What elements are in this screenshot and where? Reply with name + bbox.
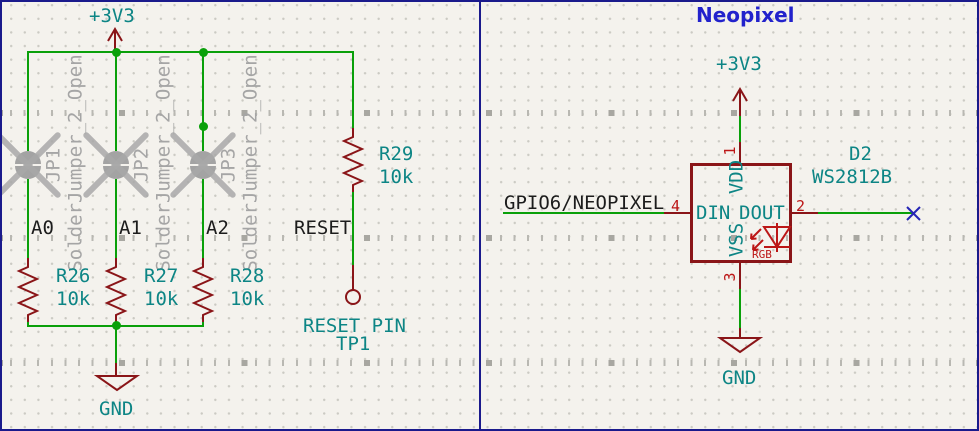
power-stub: [114, 29, 116, 52]
gnd-label[interactable]: GND: [99, 398, 134, 420]
net-label[interactable]: A2: [206, 217, 229, 239]
power-stub: [739, 89, 741, 116]
gnd-stub: [739, 328, 741, 338]
section-divider: [479, 0, 481, 431]
pin-name-din: DIN: [696, 202, 731, 224]
grid-accent-row: [0, 235, 979, 241]
resistor-value[interactable]: 10k: [56, 288, 91, 310]
wire-segment[interactable]: [115, 327, 117, 364]
power-label-3v3[interactable]: +3V3: [89, 5, 135, 27]
resistor-value[interactable]: 10k: [379, 166, 414, 188]
led-rgb-label: RGB: [752, 248, 772, 261]
pin-number: 4: [671, 197, 681, 215]
junction-dot: [112, 321, 121, 330]
wire-segment[interactable]: [739, 116, 741, 142]
jumper-ref[interactable]: JP2: [130, 147, 153, 183]
resistor-symbol[interactable]: [104, 258, 128, 322]
gnd-symbol[interactable]: [93, 375, 141, 392]
jumper-ref[interactable]: JP3: [217, 147, 240, 183]
junction-dot: [199, 122, 208, 131]
power-arrow-icon[interactable]: [731, 87, 749, 103]
chip-pin: [739, 142, 741, 164]
wire-segment[interactable]: [27, 179, 29, 258]
gnd-label[interactable]: GND: [722, 367, 757, 389]
chip-pin: [792, 212, 818, 214]
power-label-3v3[interactable]: +3V3: [716, 53, 762, 75]
testpoint-ref[interactable]: TP1: [336, 333, 371, 355]
section-title[interactable]: Neopixel: [696, 3, 795, 27]
chip-pin: [739, 263, 741, 289]
junction-dot: [112, 48, 121, 57]
pin-number: 3: [721, 272, 739, 282]
wire-segment[interactable]: [202, 320, 204, 327]
pin-number: 1: [721, 146, 739, 156]
wire-segment[interactable]: [27, 52, 29, 151]
wire-segment[interactable]: [202, 179, 204, 258]
junction-dot: [199, 48, 208, 57]
wire-segment[interactable]: [739, 289, 741, 330]
grid-accent-row: [0, 360, 979, 366]
net-label[interactable]: A0: [31, 217, 54, 239]
wire-segment[interactable]: [352, 51, 354, 128]
resistor-symbol[interactable]: [341, 128, 365, 192]
wire-segment[interactable]: [818, 212, 914, 214]
gnd-stub: [115, 363, 117, 376]
jumper-ref[interactable]: JP1: [42, 147, 65, 183]
led-icon: [750, 223, 792, 252]
net-label-reset[interactable]: RESET: [294, 217, 352, 239]
pin-name-dout: DOUT: [739, 202, 785, 224]
wire-segment[interactable]: [27, 51, 354, 53]
testpoint-label[interactable]: RESET PIN: [303, 315, 406, 337]
wire-segment[interactable]: [202, 52, 204, 151]
wire-segment[interactable]: [115, 179, 117, 258]
pin-name-vdd: VDD: [725, 159, 748, 195]
resistor-value[interactable]: 10k: [144, 288, 179, 310]
resistor-value[interactable]: 10k: [230, 288, 265, 310]
resistor-ref[interactable]: R29: [379, 143, 414, 165]
resistor-symbol[interactable]: [191, 258, 215, 322]
power-arrow-icon[interactable]: [106, 27, 124, 43]
wire-segment[interactable]: [27, 320, 29, 327]
grid-accent-row: [0, 110, 979, 116]
wire-segment[interactable]: [352, 190, 354, 267]
chip-value[interactable]: WS2812B: [812, 166, 893, 188]
net-label[interactable]: A1: [119, 217, 142, 239]
jumper-value[interactable]: SolderJumper_2_Open: [239, 54, 262, 272]
noconnect-icon[interactable]: [906, 206, 921, 221]
gnd-symbol[interactable]: [716, 337, 764, 354]
ws2812b-chip-body[interactable]: [690, 163, 792, 263]
resistor-ref[interactable]: R27: [144, 265, 179, 287]
pin-name-vss: VSS: [725, 222, 748, 258]
resistor-ref[interactable]: R28: [230, 265, 265, 287]
resistor-symbol[interactable]: [16, 258, 40, 322]
wire-segment[interactable]: [503, 212, 664, 214]
chip-ref[interactable]: D2: [849, 143, 872, 165]
wire-segment[interactable]: [115, 52, 117, 151]
pin-number: 2: [796, 197, 806, 215]
chip-pin: [664, 212, 690, 214]
testpoint-pin: [352, 265, 354, 290]
testpoint-circle[interactable]: [345, 289, 361, 305]
net-label-gpio6[interactable]: GPIO6/NEOPIXEL: [504, 192, 665, 214]
resistor-ref[interactable]: R26: [56, 265, 91, 287]
